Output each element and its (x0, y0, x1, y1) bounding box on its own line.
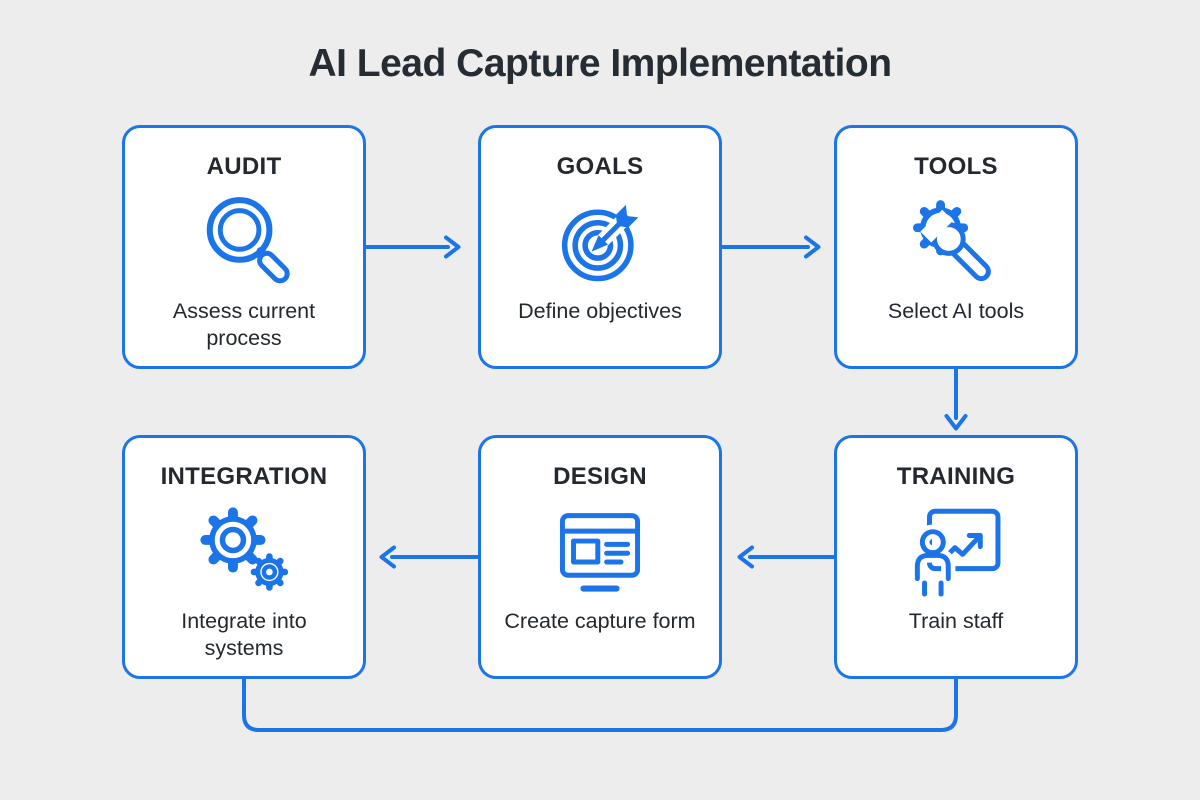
step-title: GOALS (556, 153, 644, 180)
step-title: AUDIT (206, 153, 282, 180)
step-description: Define objectives (518, 299, 682, 323)
arrow-tools-to-training (944, 365, 968, 431)
gear-wrench-icon (912, 200, 991, 282)
capture-form-icon (559, 513, 641, 592)
arrow-goals-to-tools (718, 235, 821, 259)
step-box-design: DESIGN Create capture form (478, 435, 722, 679)
arrow-audit-to-goals (362, 235, 461, 259)
step-box-tools: TOOLS Select AI tools (834, 125, 1078, 369)
connector-integration-bottom-loop (242, 675, 958, 732)
step-description: Select AI tools (887, 299, 1025, 323)
step-box-training: TRAINING Train staff (834, 435, 1078, 679)
step-description: Create capture form (504, 609, 696, 633)
step-box-goals: GOALS Define objectives (478, 125, 722, 369)
diagram-title: AI Lead Capture Implementation (308, 42, 892, 85)
magnifier-icon (206, 197, 290, 284)
step-box-audit: AUDIT Assess current process (122, 125, 366, 369)
wrench (920, 209, 991, 282)
arrow-design-to-integration (379, 545, 482, 569)
presentation-chart-icon (910, 508, 1001, 597)
step-title: TRAINING (896, 463, 1016, 490)
step-title: TOOLS (914, 153, 998, 180)
step-title: DESIGN (553, 463, 647, 490)
target-dart-icon (561, 202, 641, 282)
step-title: INTEGRATION (160, 463, 328, 490)
step-box-integration: INTEGRATION (122, 435, 366, 679)
step-description: Train staff (908, 609, 1004, 633)
arrow-training-to-design (737, 545, 838, 569)
step-description: Assess current process (172, 299, 316, 351)
two-gears-icon (200, 507, 289, 591)
step-description: Integrate into systems (181, 609, 307, 661)
